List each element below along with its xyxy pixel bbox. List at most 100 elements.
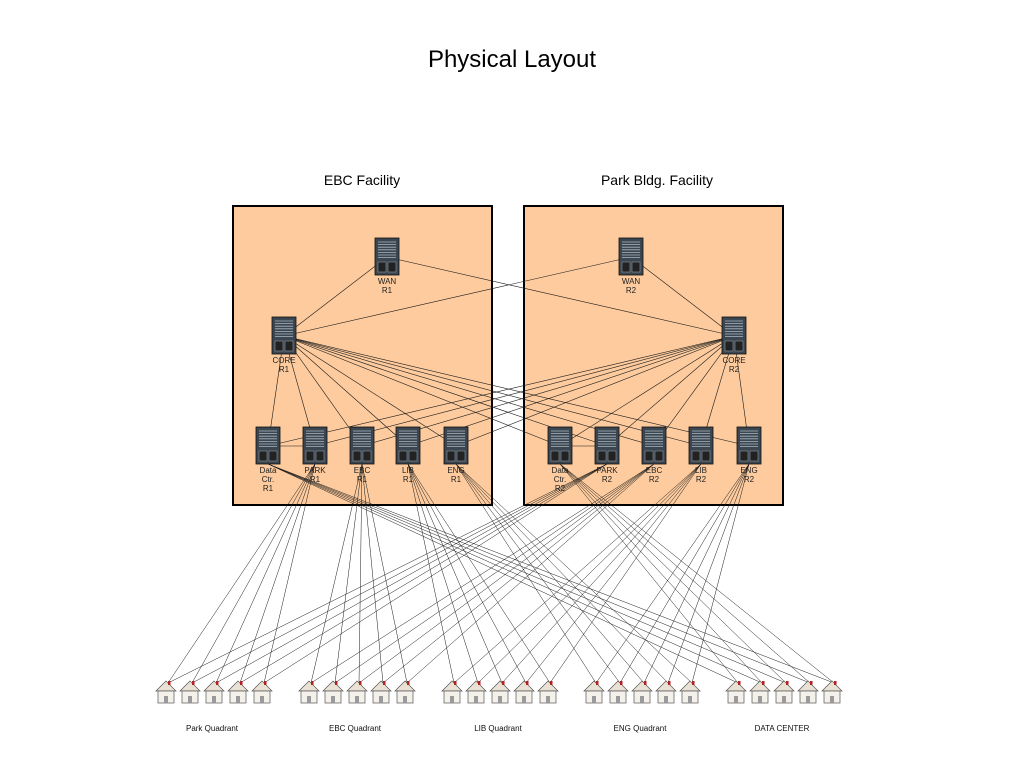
link-core2-park2 <box>606 335 735 447</box>
router-label-ebc1-2: R1 <box>357 475 368 484</box>
link-wan2-core1 <box>283 256 632 337</box>
building-group-dc: DATA CENTER <box>725 680 843 733</box>
page-title: Physical Layout <box>427 46 597 73</box>
building-icon[interactable] <box>679 680 701 704</box>
uplink-dc-4-dc2 <box>559 463 811 684</box>
router-label-core1-1: CORE <box>272 356 295 365</box>
building-icon[interactable] <box>583 680 605 704</box>
link-core2-dc1 <box>267 335 735 447</box>
uplink-dc-4-dc1 <box>267 463 811 684</box>
link-wan1-core2 <box>386 256 735 337</box>
server-rack-icon <box>547 426 573 465</box>
uplink-eng-4-eng1 <box>455 463 669 684</box>
uplink-park-5-park1 <box>263 463 316 684</box>
router-label-dc1-1: Data <box>260 466 277 475</box>
building-icon[interactable] <box>773 680 795 704</box>
uplink-ebc-5-ebc1 <box>361 463 408 684</box>
building-icon[interactable] <box>441 680 463 704</box>
uplink-ebc-1-ebc2 <box>310 463 655 684</box>
building-icon[interactable] <box>322 680 344 704</box>
uplink-eng-3-eng2 <box>643 463 750 684</box>
uplink-dc-3-dc2 <box>559 463 787 684</box>
building-icon[interactable] <box>203 680 225 704</box>
router-label-park2-2: R2 <box>602 475 613 484</box>
uplink-lib-4-lib1 <box>407 463 527 684</box>
building-icon[interactable] <box>489 680 511 704</box>
uplink-ebc-5-ebc2 <box>406 463 655 684</box>
building-group-eng: ENG Quadrant <box>583 680 701 733</box>
uplink-ebc-1-ebc1 <box>310 463 363 684</box>
server-rack-icon <box>395 426 421 465</box>
building-icon[interactable] <box>346 680 368 704</box>
building-icon[interactable] <box>631 680 653 704</box>
building-icon[interactable] <box>251 680 273 704</box>
router-label-dc2-3: R2 <box>555 484 566 493</box>
uplink-lib-2-lib2 <box>477 463 702 684</box>
building-icon[interactable] <box>513 680 535 704</box>
router-label-lib2-2: R2 <box>696 475 707 484</box>
building-icon[interactable] <box>821 680 843 704</box>
link-core2-eng1 <box>455 335 735 447</box>
building-icon[interactable] <box>394 680 416 704</box>
building-icon[interactable] <box>797 680 819 704</box>
link-core1-lib2 <box>283 335 702 447</box>
uplink-ebc-3-ebc2 <box>358 463 655 684</box>
building-icon[interactable] <box>537 680 559 704</box>
uplink-ebc-2-ebc1 <box>334 463 363 684</box>
building-group-ebc: EBC Quadrant <box>298 680 416 733</box>
building-icon[interactable] <box>607 680 629 704</box>
router-label-core2-2: R2 <box>729 365 740 374</box>
building-group-label-ebc: EBC Quadrant <box>329 724 382 733</box>
building-group-park: Park Quadrant <box>155 680 273 733</box>
server-rack-icon <box>443 426 469 465</box>
uplink-park-1-park2 <box>167 463 608 684</box>
server-rack-icon <box>594 426 620 465</box>
building-icon[interactable] <box>655 680 677 704</box>
uplink-lib-1-lib2 <box>453 463 702 684</box>
uplink-ebc-3-ebc1 <box>358 463 363 684</box>
uplink-park-1-park1 <box>167 463 316 684</box>
router-label-park1-1: PARK <box>304 466 326 475</box>
building-icon[interactable] <box>725 680 747 704</box>
server-rack-icon <box>374 237 400 276</box>
routers-layer: WANR1CORER1DataCtr.R1PARKR1EBCR1LIBR1ENG… <box>255 237 762 493</box>
link-core1-lib1 <box>283 335 409 447</box>
uplink-ebc-2-ebc2 <box>334 463 655 684</box>
uplink-lib-4-lib2 <box>525 463 702 684</box>
link-core1-ebc1 <box>283 335 363 447</box>
building-icon[interactable] <box>465 680 487 704</box>
building-icon[interactable] <box>155 680 177 704</box>
router-label-park2-1: PARK <box>596 466 618 475</box>
router-label-ebc1-1: EBC <box>354 466 371 475</box>
building-icon[interactable] <box>227 680 249 704</box>
router-label-eng1-1: ENG <box>447 466 464 475</box>
router-label-wan1-1: WAN <box>378 277 397 286</box>
uplink-park-4-park1 <box>239 463 316 684</box>
server-rack-icon <box>255 426 281 465</box>
link-wan2-core2 <box>630 256 735 337</box>
uplink-dc-2-dc1 <box>267 463 763 684</box>
links-layer <box>167 256 835 684</box>
building-icon[interactable] <box>370 680 392 704</box>
building-icon[interactable] <box>179 680 201 704</box>
building-icon[interactable] <box>298 680 320 704</box>
building-icon[interactable] <box>749 680 771 704</box>
router-label-wan2-1: WAN <box>622 277 641 286</box>
server-rack-icon <box>736 426 762 465</box>
